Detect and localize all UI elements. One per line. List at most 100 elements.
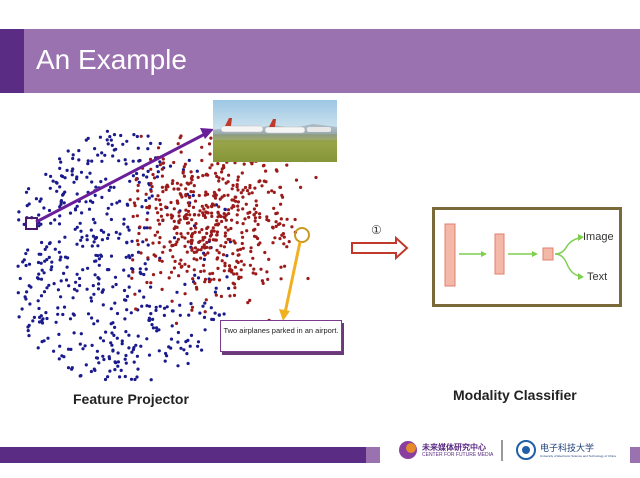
image-feature-point [154,305,158,309]
image-feature-point [149,378,153,382]
text-feature-point [250,162,254,166]
image-feature-point [70,173,74,177]
image-feature-point [27,187,31,191]
image-feature-point [37,213,41,217]
text-feature-point [178,218,182,222]
image-feature-point [32,315,37,319]
text-feature-point [256,243,260,247]
image-feature-point [110,202,114,206]
text-feature-point [204,203,208,207]
image-point-highlight [25,217,38,230]
text-feature-point [187,264,191,268]
image-feature-point [104,330,108,334]
image-feature-point [98,135,102,139]
image-feature-point [138,158,142,163]
image-feature-point [111,154,115,158]
text-feature-point [218,197,222,201]
text-feature-point [172,219,176,223]
image-feature-point [96,153,100,157]
text-feature-point [201,211,205,215]
image-feature-point [97,257,101,261]
text-feature-point [150,185,154,189]
text-feature-point [281,195,285,199]
text-feature-point [219,244,223,248]
image-feature-point [188,344,192,348]
image-feature-point [135,171,139,176]
text-feature-point [196,248,200,252]
text-feature-point [253,186,257,190]
text-feature-point [161,250,165,254]
text-feature-point [160,174,164,178]
image-feature-point [62,271,66,275]
image-feature-point [96,244,100,248]
text-feature-point [228,238,232,242]
image-feature-point [71,296,75,300]
text-feature-point [159,214,163,218]
text-feature-point [164,205,168,209]
text-feature-point [134,178,138,182]
image-feature-point [107,355,111,359]
image-feature-point [116,364,120,368]
text-feature-point [278,237,282,241]
image-feature-point [91,234,95,238]
text-feature-point [206,225,210,229]
text-feature-point [253,219,257,223]
image-feature-point [75,242,79,246]
text-feature-point [232,293,237,297]
text-feature-point [271,226,275,230]
text-feature-point [217,278,222,282]
image-feature-point [113,325,117,329]
image-feature-point [196,344,200,348]
text-feature-point [161,190,165,194]
image-feature-point [77,158,81,162]
image-feature-point [27,323,31,327]
image-feature-point [125,139,129,143]
text-feature-point [227,212,231,216]
cfm-logo-en: CENTER FOR FUTURE MEDIA [422,452,494,458]
text-feature-point [233,195,237,199]
image-feature-point [119,368,123,372]
text-feature-point [236,188,240,192]
image-feature-point [17,315,21,319]
text-feature-point [228,294,232,298]
image-feature-point [24,252,28,256]
image-feature-point [100,151,104,155]
image-feature-point [39,277,44,281]
image-feature-point [213,311,217,315]
image-feature-point [203,301,207,305]
image-feature-point [86,136,90,140]
text-feature-point [217,251,221,255]
image-feature-point [26,248,30,252]
image-feature-point [91,284,95,288]
text-feature-point [177,210,181,214]
image-feature-point [78,221,82,225]
image-feature-point [134,343,138,347]
image-feature-point [117,236,121,240]
image-feature-point [105,129,109,133]
image-feature-point [145,337,149,341]
text-feature-point [197,193,201,198]
image-feature-point [22,258,26,262]
image-feature-point [186,361,190,366]
text-feature-point [287,240,291,244]
text-feature-point [237,253,241,257]
text-feature-point [151,273,156,277]
image-feature-point [123,374,127,379]
image-feature-point [106,206,110,210]
airplane-photo [213,100,337,162]
text-feature-point [241,222,245,226]
image-feature-point [52,349,56,353]
image-feature-point [89,369,93,374]
image-feature-point [186,338,190,342]
text-feature-point [133,292,137,296]
image-feature-point [141,173,145,177]
text-feature-point [207,142,212,146]
image-feature-point [29,285,33,289]
image-feature-point [71,156,75,161]
text-feature-point [239,268,243,272]
image-feature-point [113,301,117,305]
text-feature-point [192,250,196,254]
text-feature-point [230,218,234,222]
text-feature-point [190,174,194,179]
text-feature-point [260,279,264,283]
